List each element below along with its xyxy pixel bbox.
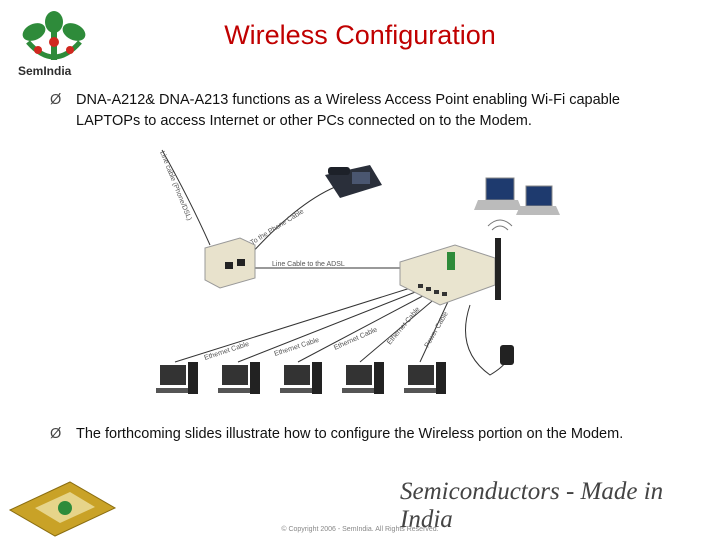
slide-title: Wireless Configuration <box>224 20 496 50</box>
desktop-pc-icon <box>342 362 384 394</box>
bullet-1: Ø DNA-A212& DNA-A213 functions as a Wire… <box>50 90 670 132</box>
logo-text: SemIndia <box>18 64 72 78</box>
bullet-arrow-icon: Ø <box>50 426 62 442</box>
desktop-pc-icon <box>156 362 198 394</box>
bullet-arrow-icon: Ø <box>50 92 62 108</box>
label-splitter-out: Line Cable to the ADSL <box>272 261 345 268</box>
label-ethernet-2: Ethernet Cable <box>273 337 320 358</box>
router-icon <box>399 238 501 306</box>
bullet-1-text: DNA-A212& DNA-A213 functions as a Wirele… <box>76 92 620 129</box>
desktop-pc-icon <box>280 362 322 394</box>
laptop-icon <box>516 185 560 215</box>
semindia-logo <box>22 11 86 60</box>
splitter-icon <box>204 237 256 289</box>
chip-graphic <box>8 481 117 537</box>
desktop-pc-icon <box>218 362 260 394</box>
cables <box>161 149 509 376</box>
label-phone-cable: To the Phone Cable <box>249 208 305 247</box>
bullet-2: Ø The forthcoming slides illustrate how … <box>50 424 670 445</box>
label-ethernet-3: Ethernet Cable <box>333 326 379 351</box>
bullet-2-text: The forthcoming slides illustrate how to… <box>76 426 624 442</box>
laptop-icon <box>474 177 522 210</box>
telephone-icon <box>325 165 382 198</box>
desktop-pc-icon <box>404 362 446 394</box>
logo-leaf-icon <box>22 11 86 60</box>
copyright-text: © Copyright 2006 - SemIndia. All Rights … <box>281 526 439 533</box>
label-line-cable: Line cable (Phone/DSL) <box>158 150 192 222</box>
wifi-signal-icon <box>487 219 513 231</box>
power-adapter-icon <box>500 345 514 365</box>
label-power-cable: Power Cable <box>424 311 450 349</box>
tagline: Semiconductors - Made in India <box>400 478 664 533</box>
